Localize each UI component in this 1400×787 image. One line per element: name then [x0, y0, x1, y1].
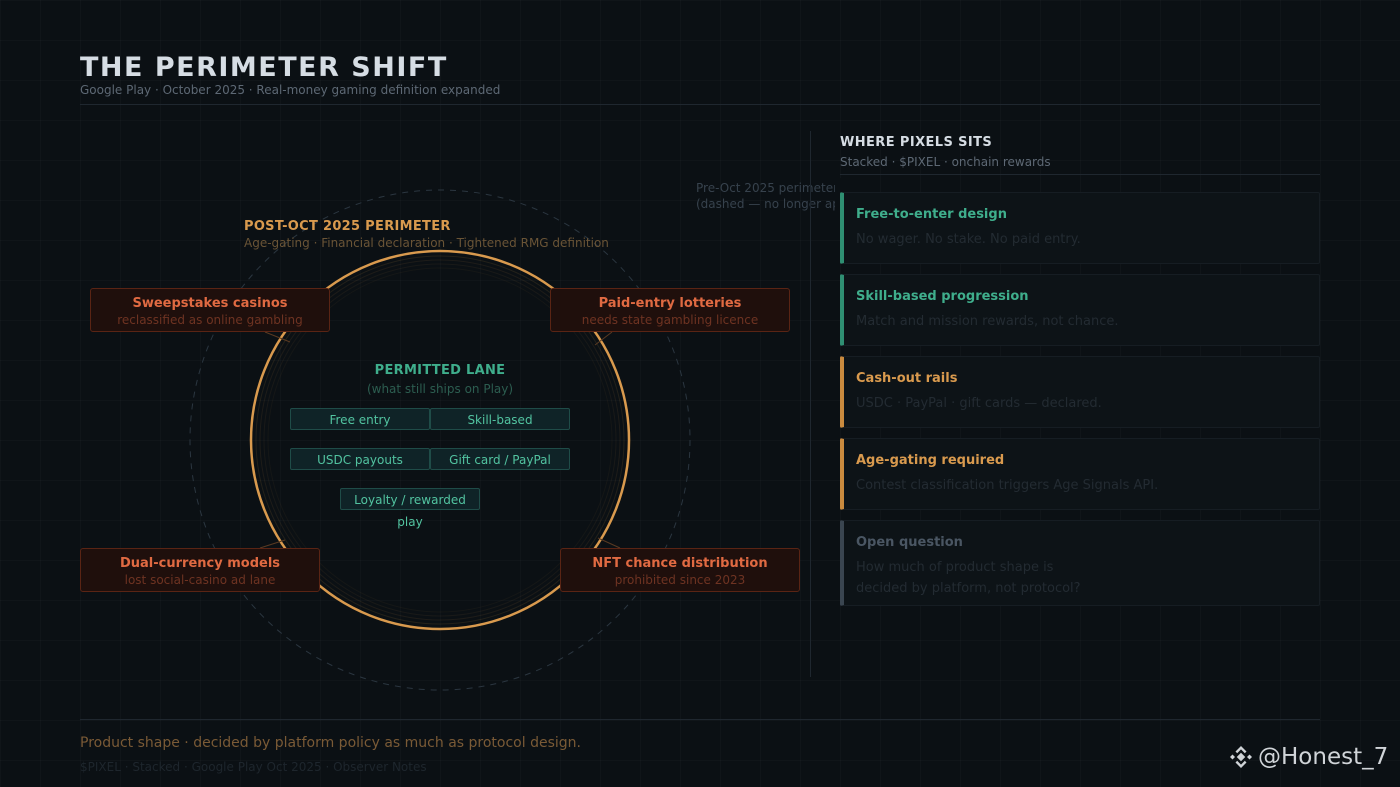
- perimeter-glow-ring: [259, 259, 621, 621]
- pre-oct-label-line-1: Pre-Oct 2025 perimeter: [696, 181, 839, 195]
- card-free-to-enter: Free-to-enter design No wager. No stake.…: [840, 192, 1320, 264]
- card-title: Skill-based progression: [856, 289, 1029, 304]
- connector-line: [597, 537, 621, 549]
- excluded-title: Paid-entry lotteries: [598, 296, 742, 311]
- footer-tagline: Product shape · decided by platform poli…: [80, 735, 581, 751]
- excluded-title: Dual-currency models: [119, 556, 281, 571]
- pre-oct-label-line-2: (dashed — no longer ap: [696, 197, 840, 211]
- chip-loyalty-rewarded-play: Loyalty / rewarded play: [340, 488, 480, 529]
- permitted-lane-title: PERMITTED LANE: [374, 363, 506, 378]
- pre-oct-perimeter-ring: [189, 189, 691, 691]
- excluded-sub: lost social-casino ad lane: [124, 573, 276, 587]
- excluded-title: Sweepstakes casinos: [132, 296, 288, 311]
- perimeter-glow-ring: [263, 263, 617, 617]
- footer-credits: $PIXEL · Stacked · Google Play Oct 2025 …: [80, 760, 427, 774]
- post-oct-perimeter-title: POST-OCT 2025 PERIMETER: [244, 219, 451, 234]
- chip-free-entry: Free entry: [290, 408, 430, 430]
- excluded-title: NFT chance distribution: [592, 556, 768, 571]
- card-age-gating: Age-gating required Contest classificati…: [840, 438, 1320, 510]
- page-subtitle: Google Play · October 2025 · Real-money …: [80, 83, 501, 97]
- chip-gift-card-paypal: Gift card / PayPal: [430, 448, 570, 470]
- perimeter-glow-ring: [267, 267, 613, 613]
- author-handle: @Honest_7: [1258, 744, 1389, 770]
- card-body: Match and mission rewards, not chance.: [856, 314, 1119, 329]
- excluded-sub: needs state gambling licence: [581, 313, 759, 327]
- card-title: Age-gating required: [856, 453, 1005, 468]
- connector-line: [264, 331, 291, 343]
- excluded-box-lotteries: Paid-entry lotteries needs state gamblin…: [550, 288, 790, 332]
- card-skill-based: Skill-based progression Match and missio…: [840, 274, 1320, 346]
- panel-divider: [810, 131, 811, 677]
- side-panel-title: WHERE PIXELS SITS: [840, 135, 993, 150]
- chip-skill-based: Skill-based: [430, 408, 570, 430]
- card-cash-out-rails: Cash-out rails USDC · PayPal · gift card…: [840, 356, 1320, 428]
- card-body: Contest classification triggers Age Sign…: [856, 478, 1159, 493]
- binance-logo-icon: [1230, 746, 1252, 768]
- card-title: Free-to-enter design: [856, 207, 1007, 222]
- side-panel-divider: [840, 174, 1320, 175]
- card-body: How much of product shape is decided by …: [856, 560, 1081, 596]
- post-oct-perimeter-ring: [249, 249, 631, 631]
- chip-usdc-payouts: USDC payouts: [290, 448, 430, 470]
- excluded-sub: reclassified as online gambling: [117, 313, 303, 327]
- connector-line: [259, 539, 286, 549]
- header-divider: [80, 104, 1320, 105]
- connector-line: [594, 331, 613, 346]
- author-watermark: @Honest_7: [1228, 744, 1388, 770]
- perimeter-glow-ring: [255, 255, 625, 625]
- perimeter-diagram: [189, 189, 691, 691]
- side-panel-subtitle: Stacked · $PIXEL · onchain rewards: [840, 155, 1051, 169]
- footer-divider: [80, 719, 1320, 720]
- page-title: THE PERIMETER SHIFT: [80, 52, 448, 83]
- excluded-sub: prohibited since 2023: [614, 573, 746, 587]
- permitted-lane-subtitle: (what still ships on Play): [366, 382, 514, 396]
- card-title: Open question: [856, 535, 963, 550]
- pre-oct-perimeter-label: Pre-Oct 2025 perimeter (dashed — no long…: [696, 180, 840, 212]
- post-oct-perimeter-subtitle: Age-gating · Financial declaration · Tig…: [244, 236, 609, 250]
- card-body: USDC · PayPal · gift cards — declared.: [856, 396, 1102, 411]
- excluded-box-nft-chance: NFT chance distribution prohibited since…: [560, 548, 800, 592]
- excluded-box-dual-currency: Dual-currency models lost social-casino …: [80, 548, 320, 592]
- card-body: No wager. No stake. No paid entry.: [856, 232, 1081, 247]
- excluded-box-sweepstakes: Sweepstakes casinos reclassified as onli…: [90, 288, 330, 332]
- card-title: Cash-out rails: [856, 371, 958, 386]
- card-open-question: Open question How much of product shape …: [840, 520, 1320, 606]
